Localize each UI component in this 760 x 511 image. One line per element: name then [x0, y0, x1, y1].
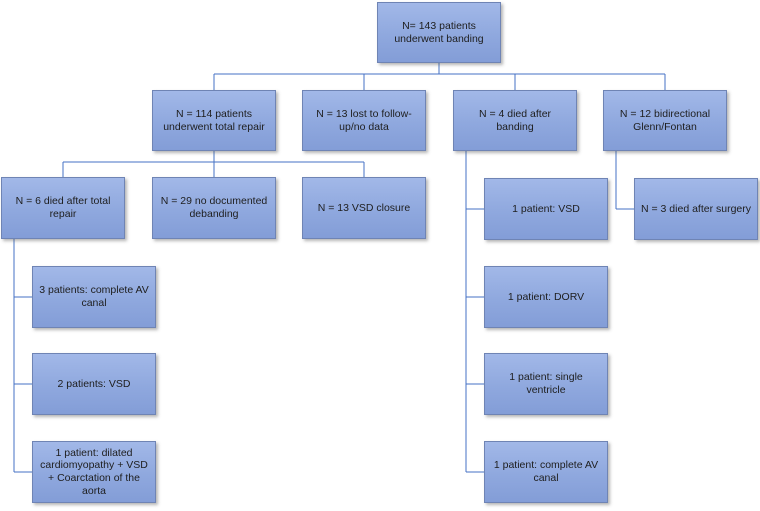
- node-banding-death-single-ventricle-text: 1 patient: single ventricle: [509, 371, 583, 396]
- node-died-after-surgery-text: N = 3 died after surgery: [641, 202, 752, 215]
- node-no-debanding: N = 29 no documented debanding: [152, 177, 276, 239]
- node-vsd-closure: N = 13 VSD closure: [302, 177, 426, 239]
- node-lost-followup: N = 13 lost to follow-up/no data: [302, 90, 426, 151]
- node-total-repair-text: N = 114 patients underwent total repair: [163, 107, 265, 133]
- node-root-text: N= 143 patients underwent banding: [394, 19, 484, 45]
- node-lost-followup-text: N = 13 lost to follow-up/no data: [316, 107, 412, 133]
- node-banding-death-dorv: 1 patient: DORV: [484, 266, 608, 328]
- node-banding-death-vsd: 1 patient: VSD: [484, 178, 608, 240]
- node-died-after-total-repair: N = 6 died after total repair: [1, 177, 125, 239]
- node-died-after-total-repair-text: N = 6 died after total repair: [15, 195, 111, 220]
- node-repair-death-dilated: 1 patient: dilated cardiomyopathy + VSD …: [32, 441, 156, 503]
- node-banding-death-dorv-text: 1 patient: DORV: [507, 290, 585, 303]
- node-banding-death-av-canal-text: 1 patient: complete AV canal: [493, 459, 599, 484]
- node-died-after-banding-text: N = 4 died after banding: [478, 107, 552, 133]
- node-banding-death-single-ventricle: 1 patient: single ventricle: [484, 353, 608, 415]
- node-banding-death-av-canal: 1 patient: complete AV canal: [484, 441, 608, 503]
- node-no-debanding-text: N = 29 no documented debanding: [160, 195, 268, 220]
- node-total-repair: N = 114 patients underwent total repair: [152, 90, 276, 151]
- node-repair-death-vsd-text: 2 patients: VSD: [57, 377, 131, 390]
- node-repair-death-av-canal-text: 3 patients: complete AV canal: [39, 284, 149, 309]
- node-repair-death-vsd: 2 patients: VSD: [32, 353, 156, 415]
- node-banding-death-vsd-text: 1 patient: VSD: [512, 202, 580, 215]
- node-repair-death-dilated-text: 1 patient: dilated cardiomyopathy + VSD …: [40, 446, 148, 497]
- node-glenn-fontan-text: N = 12 bidirectional Glenn/Fontan: [619, 107, 711, 133]
- node-glenn-fontan: N = 12 bidirectional Glenn/Fontan: [603, 90, 727, 151]
- node-repair-death-av-canal: 3 patients: complete AV canal: [32, 266, 156, 328]
- node-root: N= 143 patients underwent banding: [377, 2, 501, 63]
- node-died-after-surgery: N = 3 died after surgery: [634, 178, 758, 240]
- node-vsd-closure-text: N = 13 VSD closure: [317, 201, 411, 214]
- node-died-after-banding: N = 4 died after banding: [453, 90, 577, 151]
